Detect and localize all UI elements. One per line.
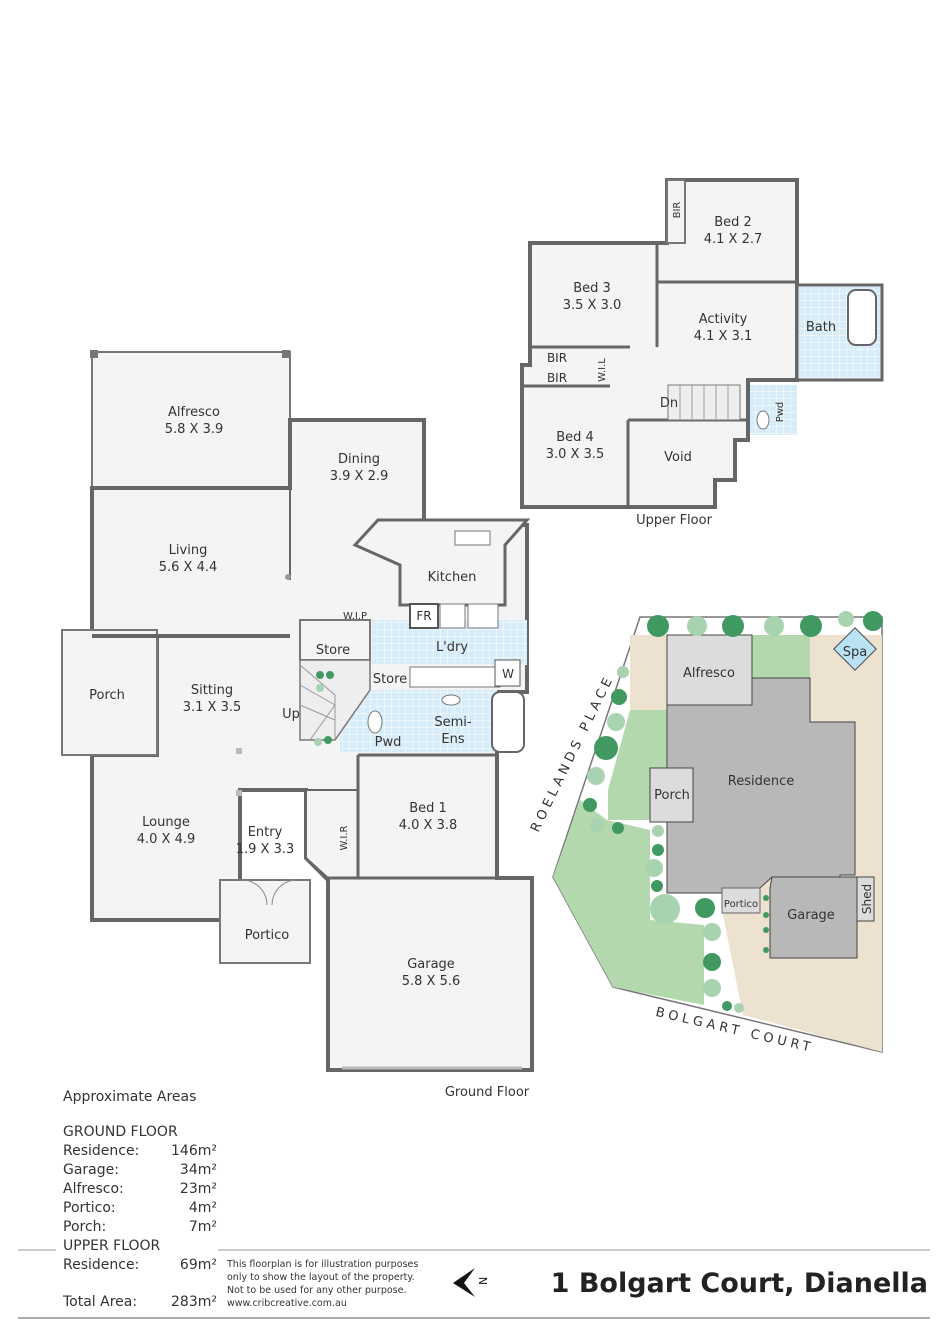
room-size: 1.9 X 3.3: [236, 842, 295, 857]
room-name: Bed 2: [714, 215, 752, 230]
upper-floor-labels: Bed 2 4.1 X 2.7 Bed 3 3.5 X 3.0 Activity…: [546, 202, 836, 528]
room-size: 3.9 X 2.9: [330, 469, 389, 484]
room-name: Alfresco: [168, 405, 220, 420]
room-name: Bed 4: [556, 430, 594, 445]
area-row: Porch:7m²: [63, 1219, 217, 1235]
room-size: 3.5 X 3.0: [563, 298, 622, 313]
room-size: 5.8 X 5.6: [402, 974, 461, 989]
room-name: Activity: [699, 312, 748, 327]
site-label: Garage: [787, 908, 835, 923]
upper-floor-heading: UPPER FLOOR: [63, 1238, 161, 1254]
room-name: BIR: [547, 371, 567, 385]
room-name: Garage: [407, 957, 455, 972]
room-name: Dn: [660, 396, 678, 411]
room-size: 5.8 X 3.9: [165, 422, 224, 437]
room-name: W.I.L: [597, 358, 608, 382]
upper-pwd-floor: [750, 385, 797, 435]
floor-label: Upper Floor: [636, 513, 712, 528]
room-name: Semi-: [434, 715, 472, 730]
room-size: 4.0 X 4.9: [137, 832, 196, 847]
room-name: Entry: [248, 825, 283, 840]
approximate-areas: Approximate Areas GROUND FLOOR Residence…: [63, 1088, 217, 1312]
room-name: Living: [169, 543, 208, 558]
room-size: 3.0 X 3.5: [546, 447, 605, 462]
property-title: 1 Bolgart Court, Dianella: [550, 1268, 928, 1299]
fridge-icon: [409, 603, 439, 629]
sink-icon: [454, 530, 491, 546]
site-label: Porch: [654, 788, 690, 803]
shed-block: [856, 876, 875, 922]
bathtub-icon: [847, 289, 877, 346]
portico-area: [219, 879, 311, 964]
room-name: Ens: [441, 732, 464, 747]
areas-title: Approximate Areas: [63, 1089, 197, 1105]
upper-floor-walls: [520, 178, 799, 509]
disclaimer: This floorplan is for illustration purpo…: [227, 1259, 419, 1309]
room-name: FR: [416, 609, 431, 623]
ground-floor-heading: GROUND FLOOR: [63, 1124, 178, 1140]
ground-floor-labels: Alfresco 5.8 X 3.9 Dining 3.9 X 2.9 Livi…: [89, 405, 530, 1100]
alfresco-block: [666, 634, 753, 706]
area-row: Residence:146m²: [63, 1143, 217, 1159]
room-name: Dining: [338, 452, 380, 467]
site-label: Portico: [724, 899, 758, 910]
room-name: Sitting: [191, 683, 233, 698]
room-name: Bath: [806, 320, 836, 335]
upper-floor-plan: [520, 178, 884, 509]
washer-icon: [494, 659, 521, 687]
floor-label: Ground Floor: [445, 1085, 530, 1100]
room-name: Pwd: [775, 402, 786, 423]
room-size: 4.1 X 3.1: [694, 329, 753, 344]
room-name: Void: [664, 450, 692, 465]
bathtub-icon: [491, 691, 525, 753]
site-label: Spa: [843, 645, 867, 660]
website-link: www.cribcreative.com.au: [227, 1298, 347, 1309]
room-name: W: [502, 667, 514, 681]
room-name: Store: [373, 672, 407, 687]
alfresco-area: [91, 351, 291, 489]
room-size: 4.1 X 2.7: [704, 232, 763, 247]
room-name: Up: [282, 707, 300, 722]
spa-block: [833, 627, 877, 671]
room-name: Bed 3: [573, 281, 611, 296]
porch-block: [649, 767, 694, 823]
room-name: Kitchen: [428, 570, 477, 585]
tree-icons: [583, 611, 883, 1013]
room-name: Store: [316, 643, 350, 658]
room-name: BIR: [547, 351, 567, 365]
basin-icon: [441, 694, 461, 706]
area-row: Portico:4m²: [63, 1200, 217, 1216]
room-name: W.I.P: [343, 611, 367, 622]
room-name: Bed 1: [409, 801, 447, 816]
area-row: Residence:69m²: [63, 1257, 217, 1273]
semi-ensuite-floor: [340, 690, 497, 752]
total-area-row: Total Area:283m²: [63, 1294, 217, 1310]
room-name: Portico: [245, 928, 290, 943]
room-size: 5.6 X 4.4: [159, 560, 218, 575]
room-name: W.I.R: [339, 825, 350, 850]
garage-block: [769, 876, 858, 959]
site-label: Residence: [728, 774, 794, 789]
site-label: Alfresco: [683, 666, 735, 681]
ground-floor-plan: [61, 350, 534, 1072]
portico-block: [721, 887, 761, 914]
area-row: Alfresco:23m²: [63, 1181, 217, 1197]
room-size: 4.0 X 3.8: [399, 818, 458, 833]
toilet-icon: [756, 410, 770, 430]
cooktop-icon: [467, 603, 499, 629]
room-name: Lounge: [142, 815, 190, 830]
site-label: Shed: [860, 884, 874, 914]
room-name: BIR: [672, 202, 683, 219]
porch-area: [61, 629, 158, 756]
room-name: L'dry: [436, 640, 468, 655]
room-size: 3.1 X 3.5: [183, 700, 242, 715]
site-plan: Alfresco Residence Porch Portico Garage …: [528, 611, 883, 1056]
area-row: Garage:34m²: [63, 1162, 217, 1178]
room-name: Pwd: [375, 735, 402, 750]
svg-text:N: N: [477, 1277, 490, 1285]
north-arrow-icon: N: [453, 1268, 490, 1297]
toilet-icon: [367, 710, 383, 734]
room-name: Porch: [89, 688, 125, 703]
